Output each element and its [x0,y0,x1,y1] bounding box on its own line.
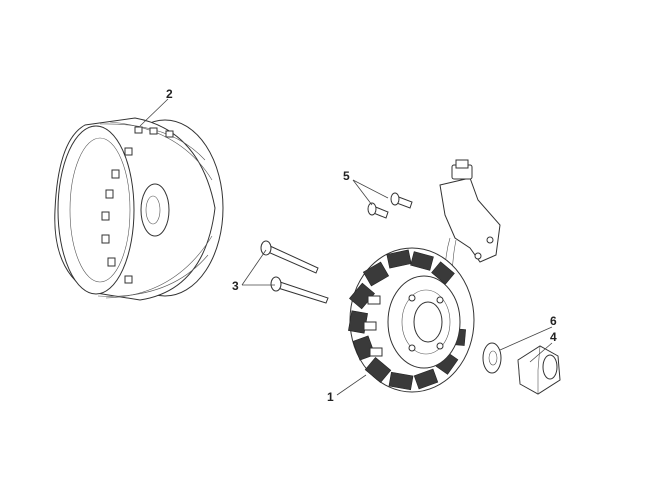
callout-3: 3 [232,279,239,293]
leader-lines [139,98,553,396]
callouts: 2 3 5 1 6 4 [166,87,557,404]
small-screws [367,192,413,219]
flywheel-rotor [54,117,224,301]
stator-assembly [348,159,501,393]
callout-1: 1 [327,390,334,404]
callout-4: 4 [550,330,557,344]
washer [482,342,502,374]
long-bolts [260,240,329,304]
hex-nut [517,345,561,395]
callout-5: 5 [343,169,350,183]
callout-6: 6 [550,314,557,328]
callout-2: 2 [166,87,173,101]
